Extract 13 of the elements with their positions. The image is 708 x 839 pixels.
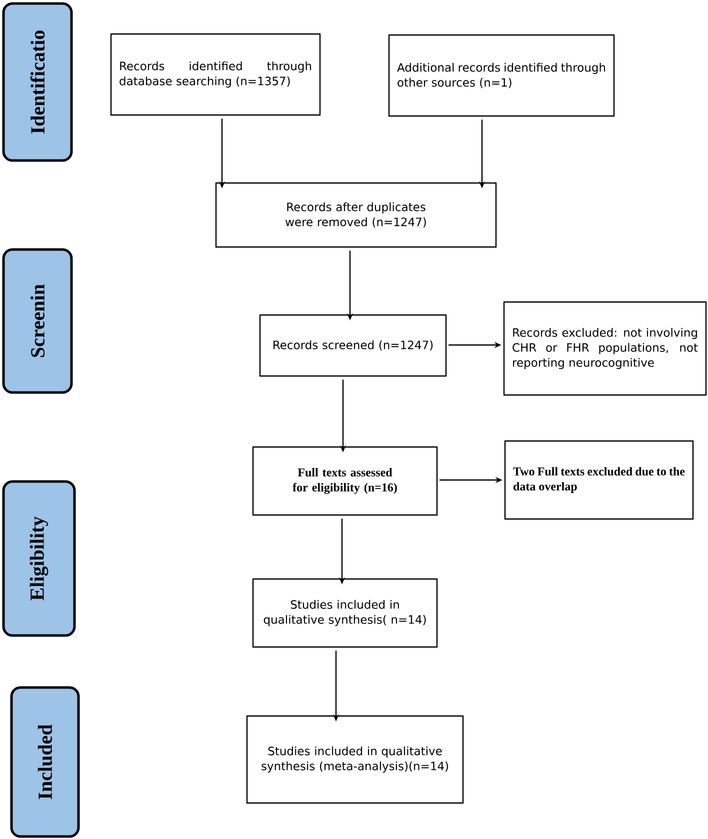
process-box: Full texts assessed for eligibility (n=16) (252, 446, 438, 516)
stage-label: Eligibility (2, 480, 76, 637)
process-box: Studies included in qualitative synthesis( n=14) (252, 578, 438, 648)
stage-label: Identificatio (2, 2, 73, 162)
process-box: Two Full texts excluded due to the data overlap (504, 440, 694, 520)
process-box: Records after duplicates were removed (n=1247) (215, 182, 497, 248)
process-box: Studies included in qualitative synthesis (meta-analysis)(n=14) (246, 715, 464, 804)
process-box: Records identified through database searching (n=1357) (110, 33, 321, 116)
process-box: Records excluded: not involving CHR or FHR populations, not reporting neurocognitive (503, 301, 707, 396)
stage-label: Screenin (2, 248, 73, 394)
process-box: Additional records identified through other sources (n=1) (388, 34, 615, 117)
process-box: Records screened (n=1247) (259, 314, 447, 377)
stage-label: Included (10, 686, 80, 838)
